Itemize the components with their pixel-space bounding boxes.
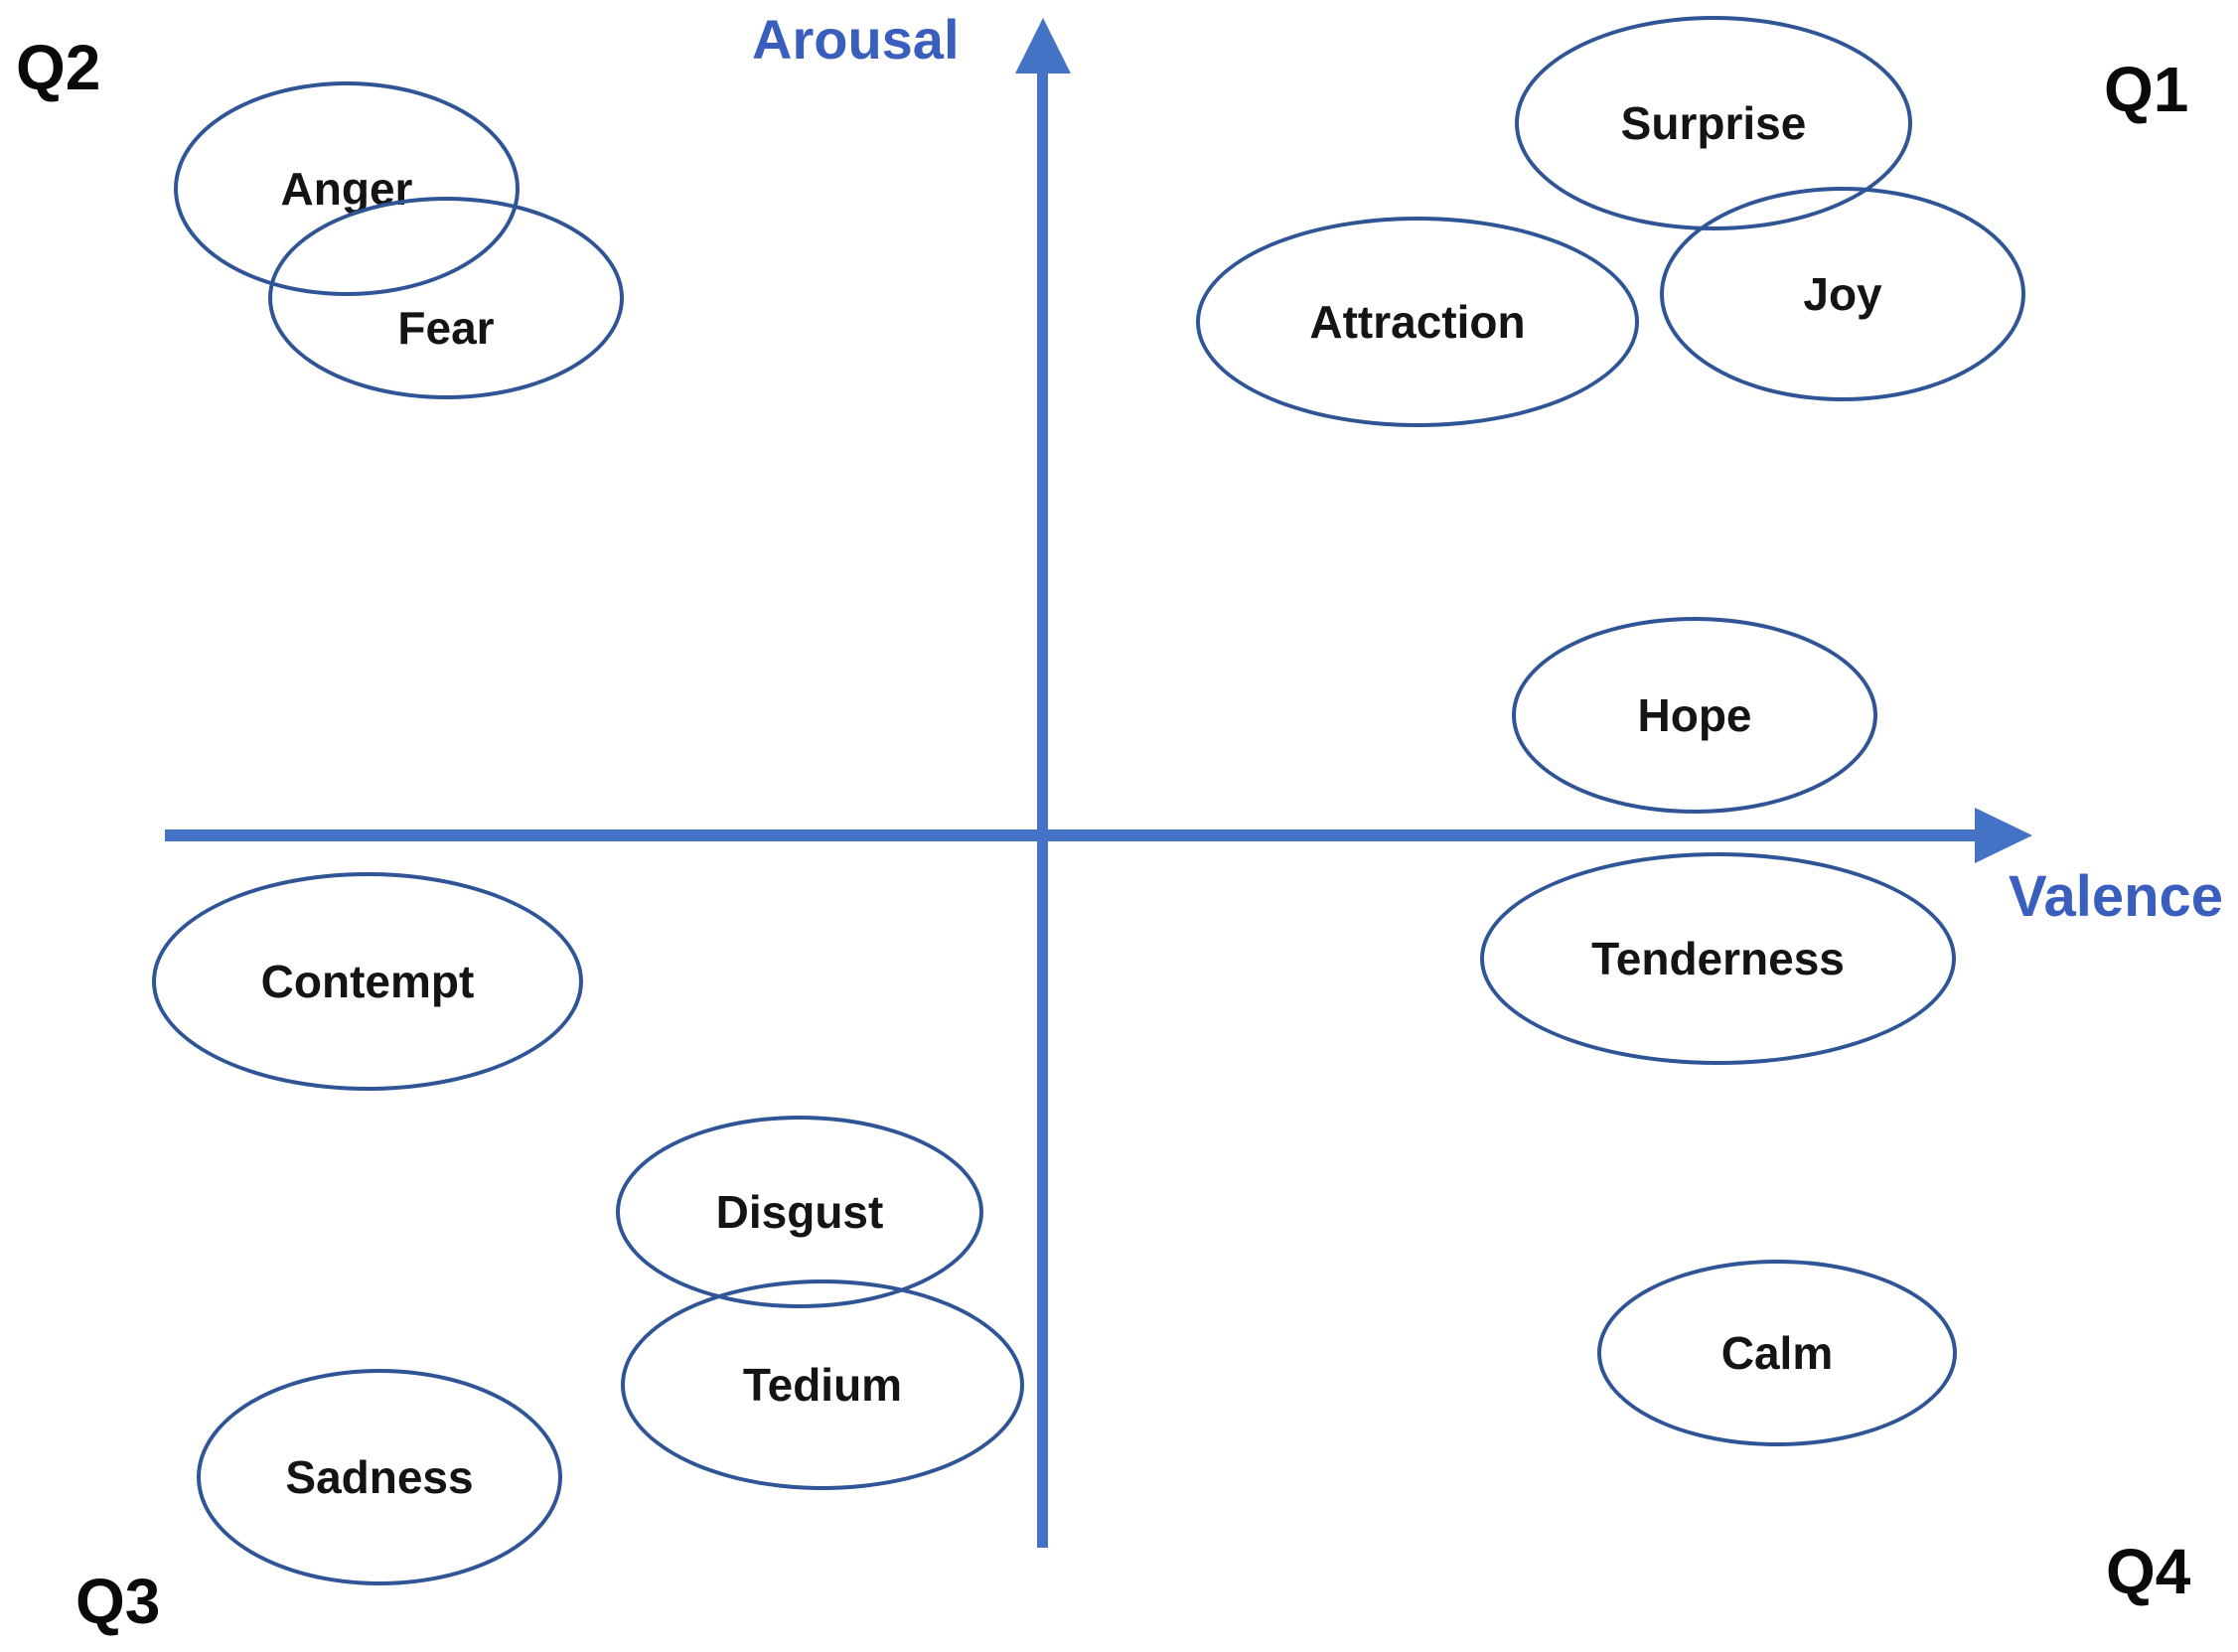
emotion-label-attraction: Attraction: [1309, 296, 1526, 348]
emotion-label-joy: Joy: [1803, 268, 1882, 320]
arousal-axis-label: Arousal: [752, 8, 960, 71]
emotion-label-surprise: Surprise: [1620, 97, 1807, 149]
emotion-label-sadness: Sadness: [285, 1451, 474, 1503]
emotion-ellipse-contempt: Contempt: [152, 872, 583, 1091]
quadrant-label-q3: Q3: [75, 1566, 161, 1637]
emotion-label-tedium: Tedium: [742, 1359, 903, 1411]
valence-axis-line: [165, 829, 1977, 841]
quadrant-label-q2: Q2: [16, 32, 101, 103]
emotion-label-fear: Fear: [397, 302, 495, 354]
emotion-ellipse-tedium: Tedium: [621, 1279, 1024, 1490]
emotion-ellipse-hope: Hope: [1512, 617, 1877, 814]
emotion-ellipse-fear: Fear: [268, 197, 624, 399]
emotion-label-hope: Hope: [1637, 689, 1752, 741]
emotion-label-calm: Calm: [1720, 1327, 1834, 1379]
emotion-ellipse-joy: Joy: [1660, 187, 2025, 401]
valence-axis-label: Valence: [2009, 864, 2224, 929]
emotion-ellipse-attraction: Attraction: [1196, 217, 1639, 427]
arousal-axis-line: [1037, 58, 1048, 1548]
emotion-ellipse-sadness: Sadness: [197, 1369, 562, 1585]
emotion-ellipse-calm: Calm: [1597, 1260, 1957, 1446]
arousal-axis-arrowhead-icon: [1015, 18, 1071, 74]
quadrant-label-q4: Q4: [2106, 1536, 2191, 1607]
emotion-label-contempt: Contempt: [260, 956, 475, 1007]
quadrant-label-q1: Q1: [2104, 54, 2189, 125]
valence-axis-arrowhead-icon: [1975, 808, 2032, 863]
emotion-label-disgust: Disgust: [715, 1186, 884, 1238]
emotion-ellipse-tenderness: Tenderness: [1480, 852, 1956, 1065]
emotion-label-tenderness: Tenderness: [1591, 933, 1845, 984]
